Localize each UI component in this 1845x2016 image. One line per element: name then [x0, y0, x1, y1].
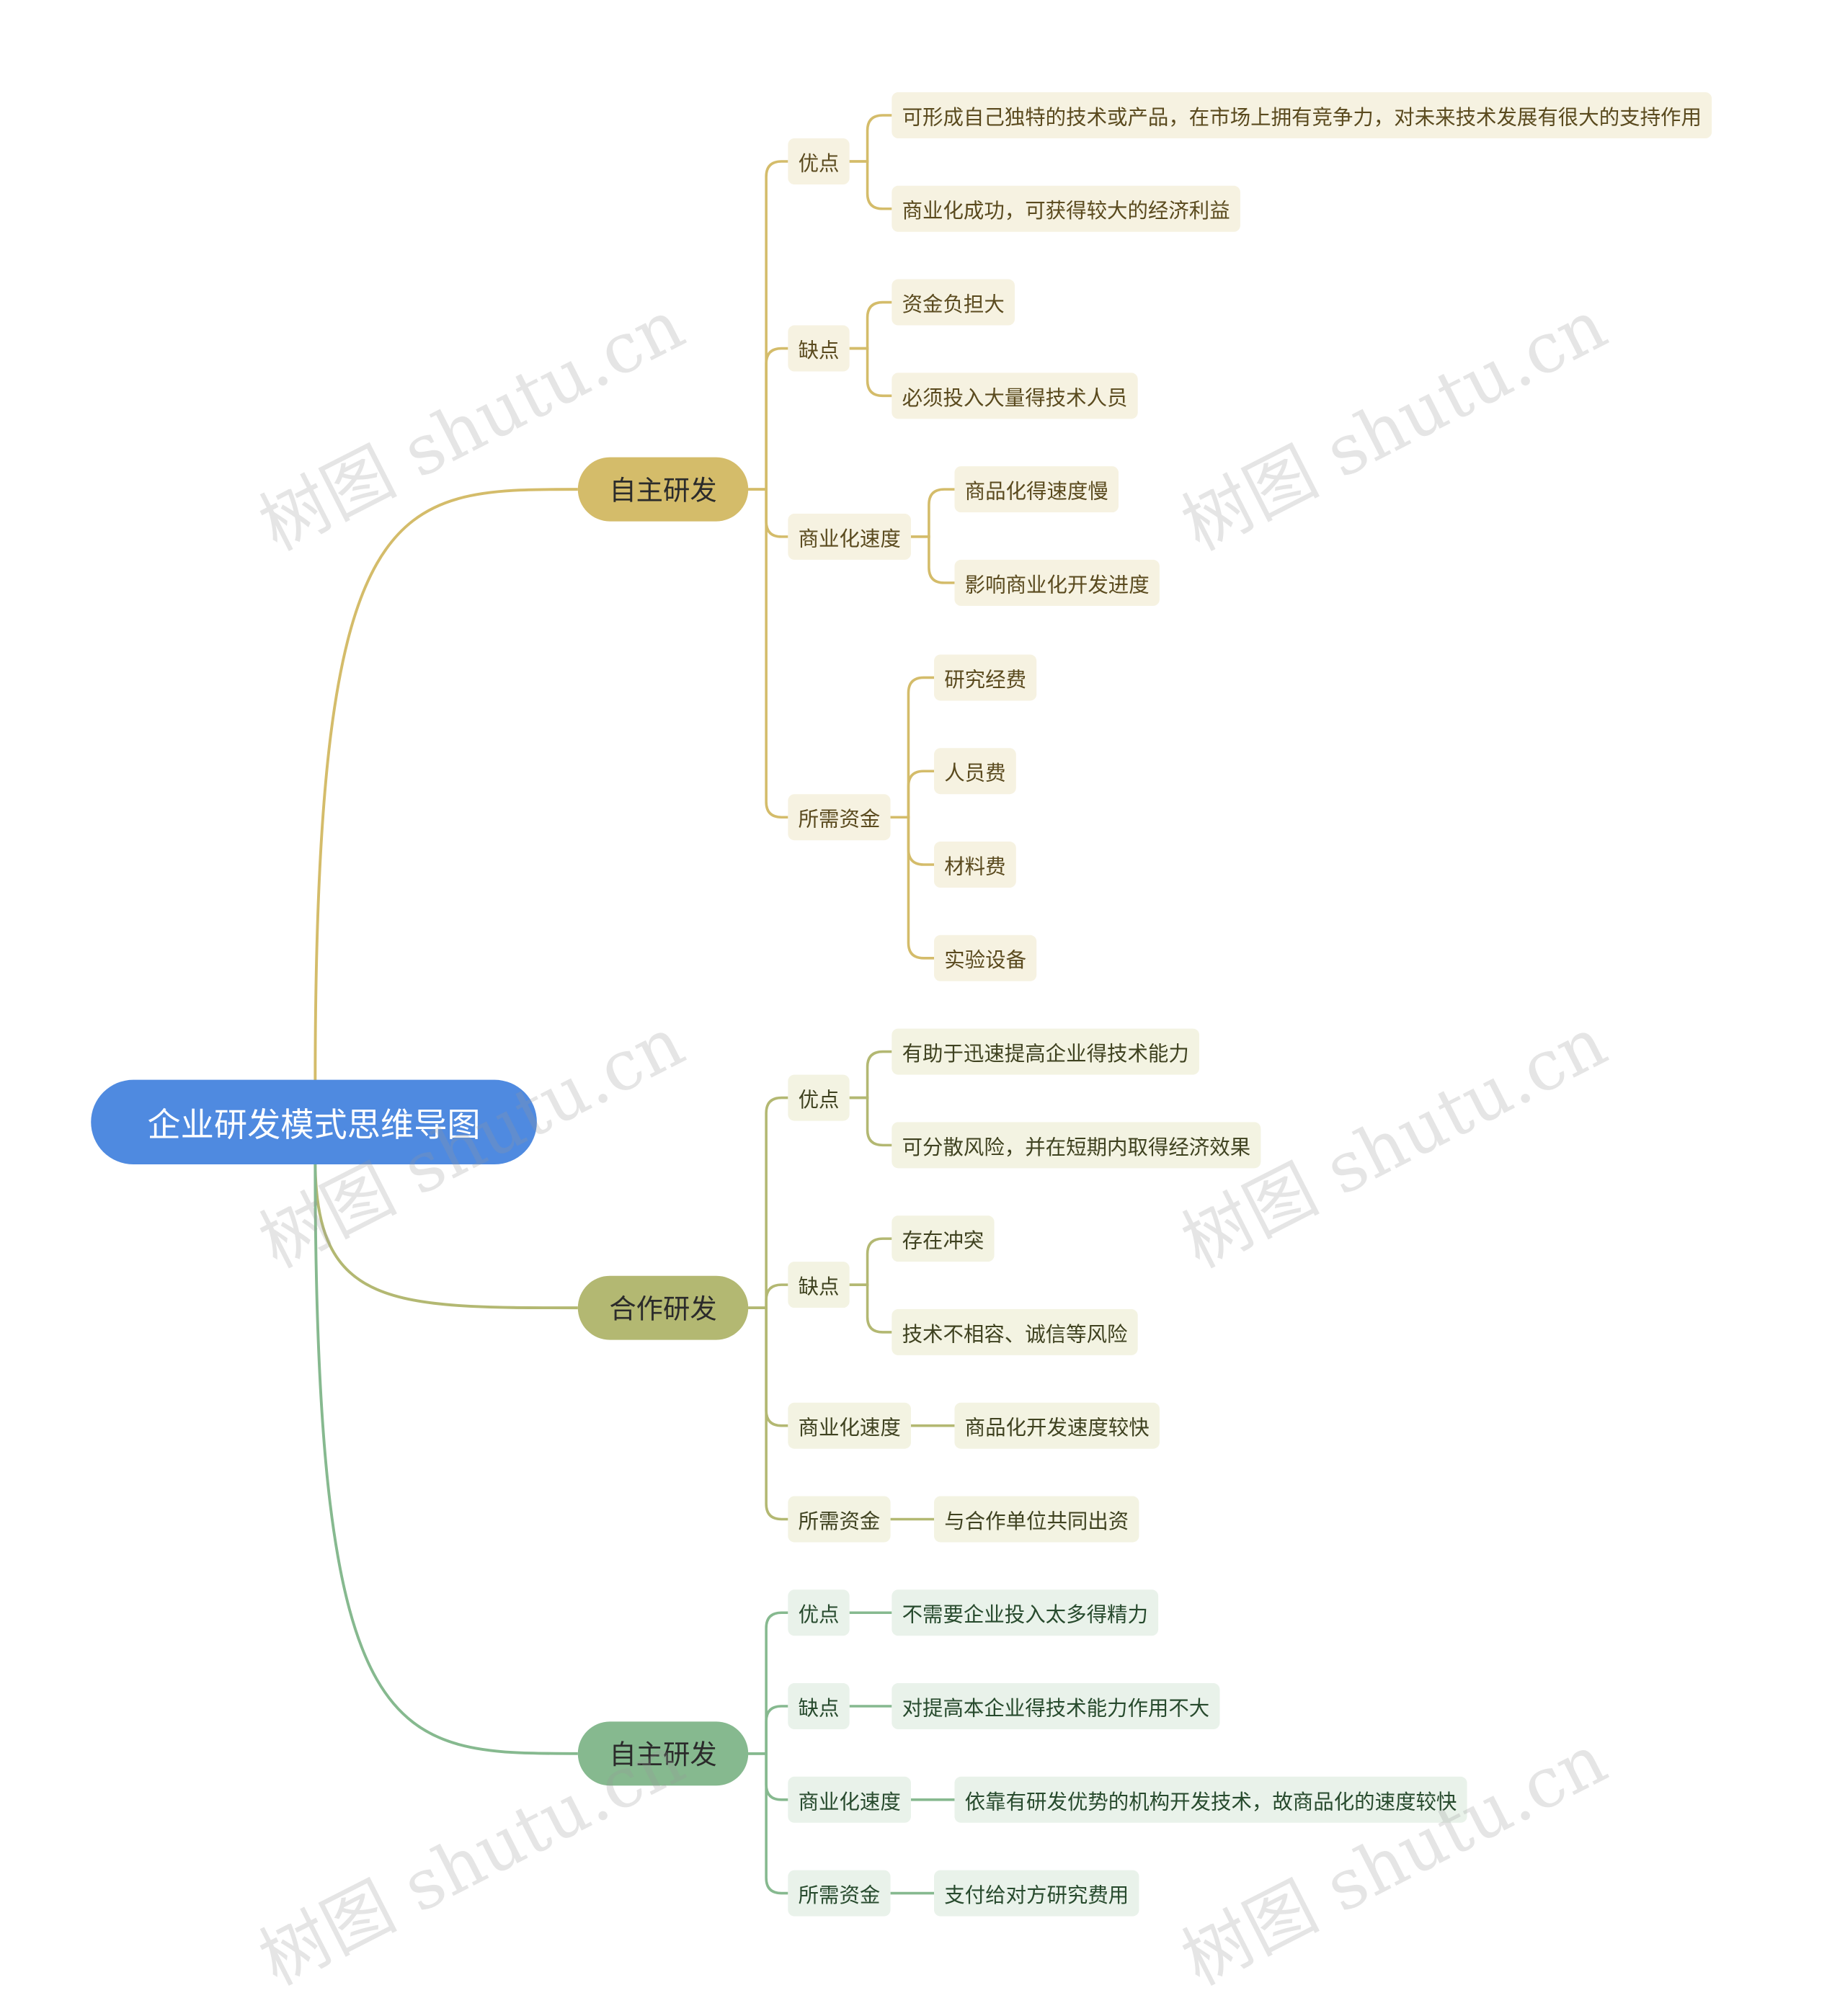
connector-line: [890, 676, 935, 819]
root-node[interactable]: 企业研发模式思维导图: [91, 1079, 537, 1165]
b1-sub-2[interactable]: 商业化速度: [788, 1402, 912, 1449]
connector-line: [890, 816, 935, 960]
b2-s0-leaf-0[interactable]: 不需要企业投入太多得精力: [892, 1589, 1159, 1636]
b0-s3-leaf-2[interactable]: 材料费: [934, 842, 1016, 888]
connector-line: [911, 535, 955, 584]
b0-s3-leaf-1[interactable]: 人员费: [934, 748, 1016, 795]
b1-s0-leaf-1[interactable]: 可分散风险，并在短期内取得经济效果: [892, 1122, 1261, 1169]
connector-line: [748, 1752, 788, 1895]
connector-line: [849, 347, 892, 398]
b0-s0-leaf-1[interactable]: 商业化成功，可获得较大的经济利益: [892, 185, 1240, 232]
b0-sub-0[interactable]: 优点: [788, 138, 850, 185]
connector-line: [748, 160, 788, 491]
branch-0[interactable]: 自主研发: [577, 457, 749, 522]
connector-line: [314, 1122, 578, 1755]
b1-sub-0[interactable]: 优点: [788, 1074, 850, 1121]
connector-line: [849, 1050, 892, 1100]
branch-1[interactable]: 合作研发: [577, 1275, 749, 1340]
connector-line: [849, 1096, 892, 1147]
b0-s1-leaf-1[interactable]: 必须投入大量得技术人员: [892, 373, 1138, 419]
b2-s3-leaf-0[interactable]: 支付给对方研究费用: [934, 1870, 1139, 1917]
connector-line: [748, 1096, 788, 1309]
connector-line: [314, 488, 578, 1123]
b0-s1-leaf-0[interactable]: 资金负担大: [892, 279, 1015, 326]
b1-sub-1[interactable]: 缺点: [788, 1262, 850, 1308]
connector-line: [748, 347, 788, 491]
connector-line: [748, 1705, 788, 1755]
b0-s0-leaf-0[interactable]: 可形成自己独特的技术或产品，在市场上拥有竞争力，对未来技术发展有很大的支持作用: [892, 92, 1712, 139]
b1-sub-3[interactable]: 所需资金: [788, 1496, 891, 1543]
b2-sub-1[interactable]: 缺点: [788, 1683, 850, 1730]
b1-s0-leaf-0[interactable]: 有助于迅速提高企业得技术能力: [892, 1028, 1200, 1075]
b0-sub-2[interactable]: 商业化速度: [788, 513, 912, 560]
b1-s1-leaf-0[interactable]: 存在冲突: [892, 1216, 995, 1262]
connector-line: [890, 816, 935, 866]
b1-s1-leaf-1[interactable]: 技术不相容、诚信等风险: [892, 1308, 1138, 1355]
connector-line: [314, 1122, 578, 1310]
b2-sub-3[interactable]: 所需资金: [788, 1870, 891, 1917]
connector-line: [748, 1306, 788, 1521]
b2-sub-2[interactable]: 商业化速度: [788, 1776, 912, 1823]
connector-line: [911, 488, 955, 538]
connector-line: [849, 114, 892, 163]
connector-line: [890, 770, 935, 819]
b0-s3-leaf-3[interactable]: 实验设备: [934, 935, 1037, 981]
connector-line: [748, 1611, 788, 1755]
connector-line: [748, 488, 788, 538]
b0-s3-leaf-0[interactable]: 研究经费: [934, 654, 1037, 701]
connector-line: [748, 1752, 788, 1801]
b0-s2-leaf-0[interactable]: 商品化得速度慢: [954, 466, 1119, 513]
connector-line: [849, 1237, 892, 1286]
b0-sub-1[interactable]: 缺点: [788, 325, 850, 372]
connector-line: [748, 1283, 788, 1309]
b2-sub-0[interactable]: 优点: [788, 1589, 850, 1636]
branch-2[interactable]: 自主研发: [577, 1721, 749, 1786]
b1-s2-leaf-0[interactable]: 商品化开发速度较快: [954, 1402, 1160, 1449]
connector-line: [849, 300, 892, 350]
connector-line: [748, 1306, 788, 1427]
b2-s2-leaf-0[interactable]: 依靠有研发优势的机构开发技术，故商品化的速度较快: [954, 1776, 1467, 1823]
connector-line: [849, 160, 892, 210]
b0-s2-leaf-1[interactable]: 影响商业化开发进度: [954, 559, 1160, 606]
b2-s1-leaf-0[interactable]: 对提高本企业得技术能力作用不大: [892, 1683, 1220, 1730]
b0-sub-3[interactable]: 所需资金: [788, 794, 891, 841]
connector-line: [748, 488, 788, 819]
b1-s3-leaf-0[interactable]: 与合作单位共同出资: [934, 1496, 1139, 1543]
connector-line: [849, 1283, 892, 1334]
